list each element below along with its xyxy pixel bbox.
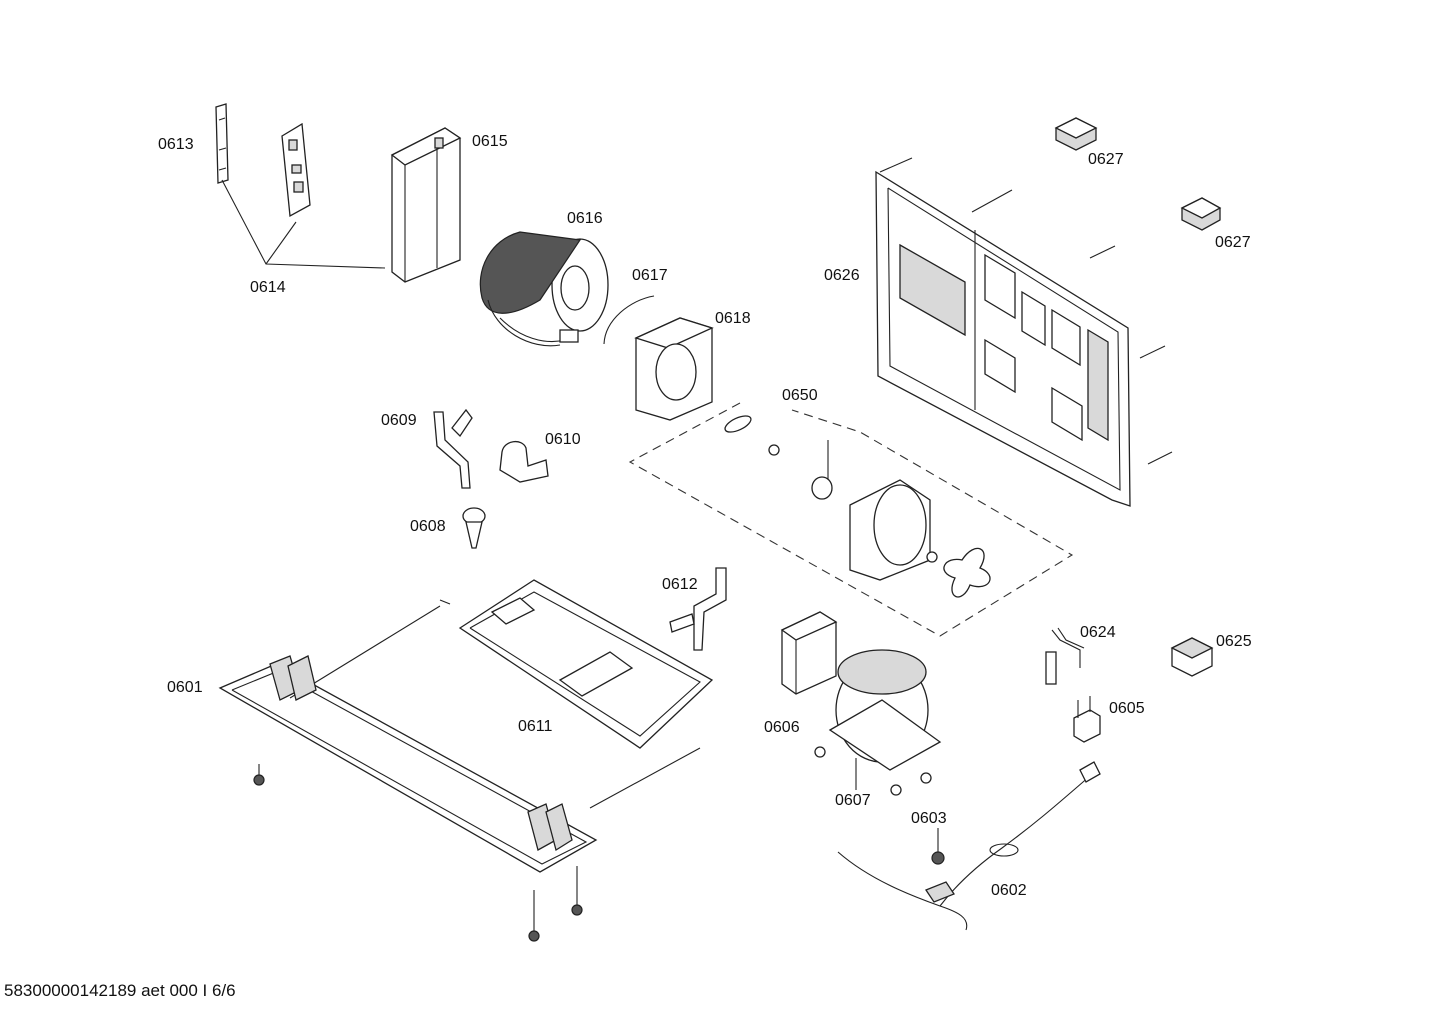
label-0607: 0607	[835, 792, 871, 809]
label-0625: 0625	[1216, 633, 1252, 650]
label-0650: 0650	[782, 387, 818, 404]
part-0617	[603, 295, 655, 345]
part-0606	[780, 611, 838, 695]
part-0607	[814, 649, 942, 796]
label-0608: 0608	[410, 518, 446, 535]
part-0626	[875, 157, 1173, 507]
part-0614	[221, 122, 386, 269]
group-0650	[628, 402, 1074, 637]
label-0614: 0614	[250, 279, 286, 296]
label-0626: 0626	[824, 267, 860, 284]
label-0627-a: 0627	[1088, 151, 1124, 168]
label-0601: 0601	[167, 679, 203, 696]
part-0613	[215, 103, 229, 184]
part-0618	[634, 317, 714, 421]
callout-labels: 0613 0614 0615 0616 0617 0618 0650 0626 …	[158, 133, 1252, 899]
label-0618: 0618	[715, 310, 751, 327]
label-0617: 0617	[632, 267, 668, 284]
label-0603: 0603	[911, 810, 947, 827]
part-0615	[390, 127, 462, 283]
part-0627-b	[1180, 197, 1222, 231]
label-0602: 0602	[991, 882, 1027, 899]
part-0603	[931, 828, 945, 865]
part-0609	[433, 408, 473, 489]
part-0605	[1073, 696, 1101, 743]
part-0601	[218, 599, 701, 942]
part-0625	[1170, 637, 1214, 677]
label-0612: 0612	[662, 576, 698, 593]
part-0624	[1045, 627, 1085, 685]
label-0609: 0609	[381, 412, 417, 429]
label-0610: 0610	[545, 431, 581, 448]
part-0616	[479, 231, 609, 347]
document-code: 58300000142189 aet 000 I 6/6	[4, 981, 236, 1000]
part-0608	[462, 507, 486, 549]
label-0627-b: 0627	[1215, 234, 1251, 251]
label-0611: 0611	[518, 718, 553, 735]
label-0616: 0616	[567, 210, 603, 227]
label-0613: 0613	[158, 136, 194, 153]
part-0610	[499, 441, 549, 483]
part-0611	[458, 579, 714, 749]
label-0624: 0624	[1080, 624, 1116, 641]
label-0606: 0606	[764, 719, 800, 736]
part-0612	[669, 567, 727, 651]
label-0605: 0605	[1109, 700, 1145, 717]
label-0615: 0615	[472, 133, 508, 150]
part-0602	[837, 761, 1101, 931]
part-0627-a	[1054, 117, 1098, 151]
